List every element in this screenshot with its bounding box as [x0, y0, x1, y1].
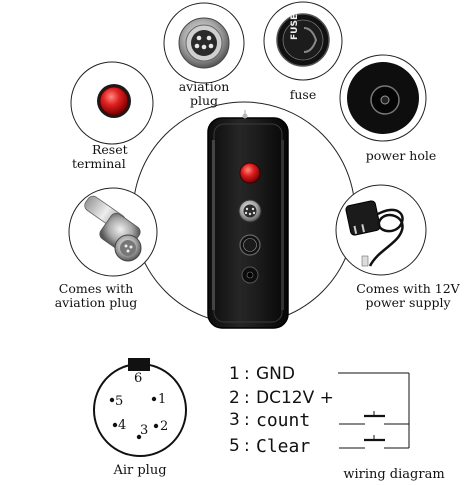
wiring-row-1-sep: :	[244, 364, 250, 384]
wiring-row-3-sep: :	[244, 410, 250, 430]
callout-aviation-connector	[68, 187, 158, 277]
label-power-hole: power hole	[365, 148, 437, 163]
callout-reset-terminal	[70, 61, 154, 145]
wiring-row-1-label: GND	[256, 364, 295, 384]
wiring-row-3-num: 3	[229, 410, 240, 430]
callout-power-supply	[335, 184, 427, 276]
pin-1-label: 1	[158, 392, 167, 407]
label-aviation-plug: aviation plug	[178, 79, 230, 108]
pin-6: 6	[134, 371, 143, 386]
wiring-row-2-sep: :	[244, 388, 250, 408]
counter-device	[207, 110, 289, 329]
air-plug-caption: Air plug	[113, 463, 167, 478]
wiring-lines	[338, 372, 410, 449]
wiring-diagram-caption: wiring diagram	[343, 467, 445, 482]
wiring-row-4-label: Clear	[256, 436, 311, 457]
wiring-row-4-num: 5	[229, 436, 240, 456]
wiring-row-1-num: 1	[229, 364, 240, 384]
pin-3-label: 3	[140, 423, 149, 438]
wiring-row-3-label: count	[256, 410, 311, 431]
label-reset-terminal: Reset terminal	[72, 142, 128, 171]
wiring-row-2-num: 2	[229, 388, 240, 408]
callout-fuse: FUSE	[263, 1, 343, 81]
pin-2-label: 2	[160, 419, 169, 434]
callout-power-hole	[339, 54, 427, 142]
callout-aviation-plug	[163, 2, 245, 84]
wiring-row-2-label: DC12V +	[256, 388, 334, 408]
wiring-row-4-sep: :	[244, 436, 250, 456]
label-comes-with-power-supply: Comes with 12V power supply	[356, 281, 460, 310]
air-plug-pinout	[93, 358, 187, 457]
label-comes-with-aviation-plug: Comes with aviation plug	[54, 281, 138, 310]
fuse-cap-text: FUSE	[290, 14, 300, 40]
pin-4-label: 4	[118, 418, 127, 433]
label-fuse: fuse	[289, 87, 317, 102]
pin-5-label: 5	[115, 394, 124, 409]
